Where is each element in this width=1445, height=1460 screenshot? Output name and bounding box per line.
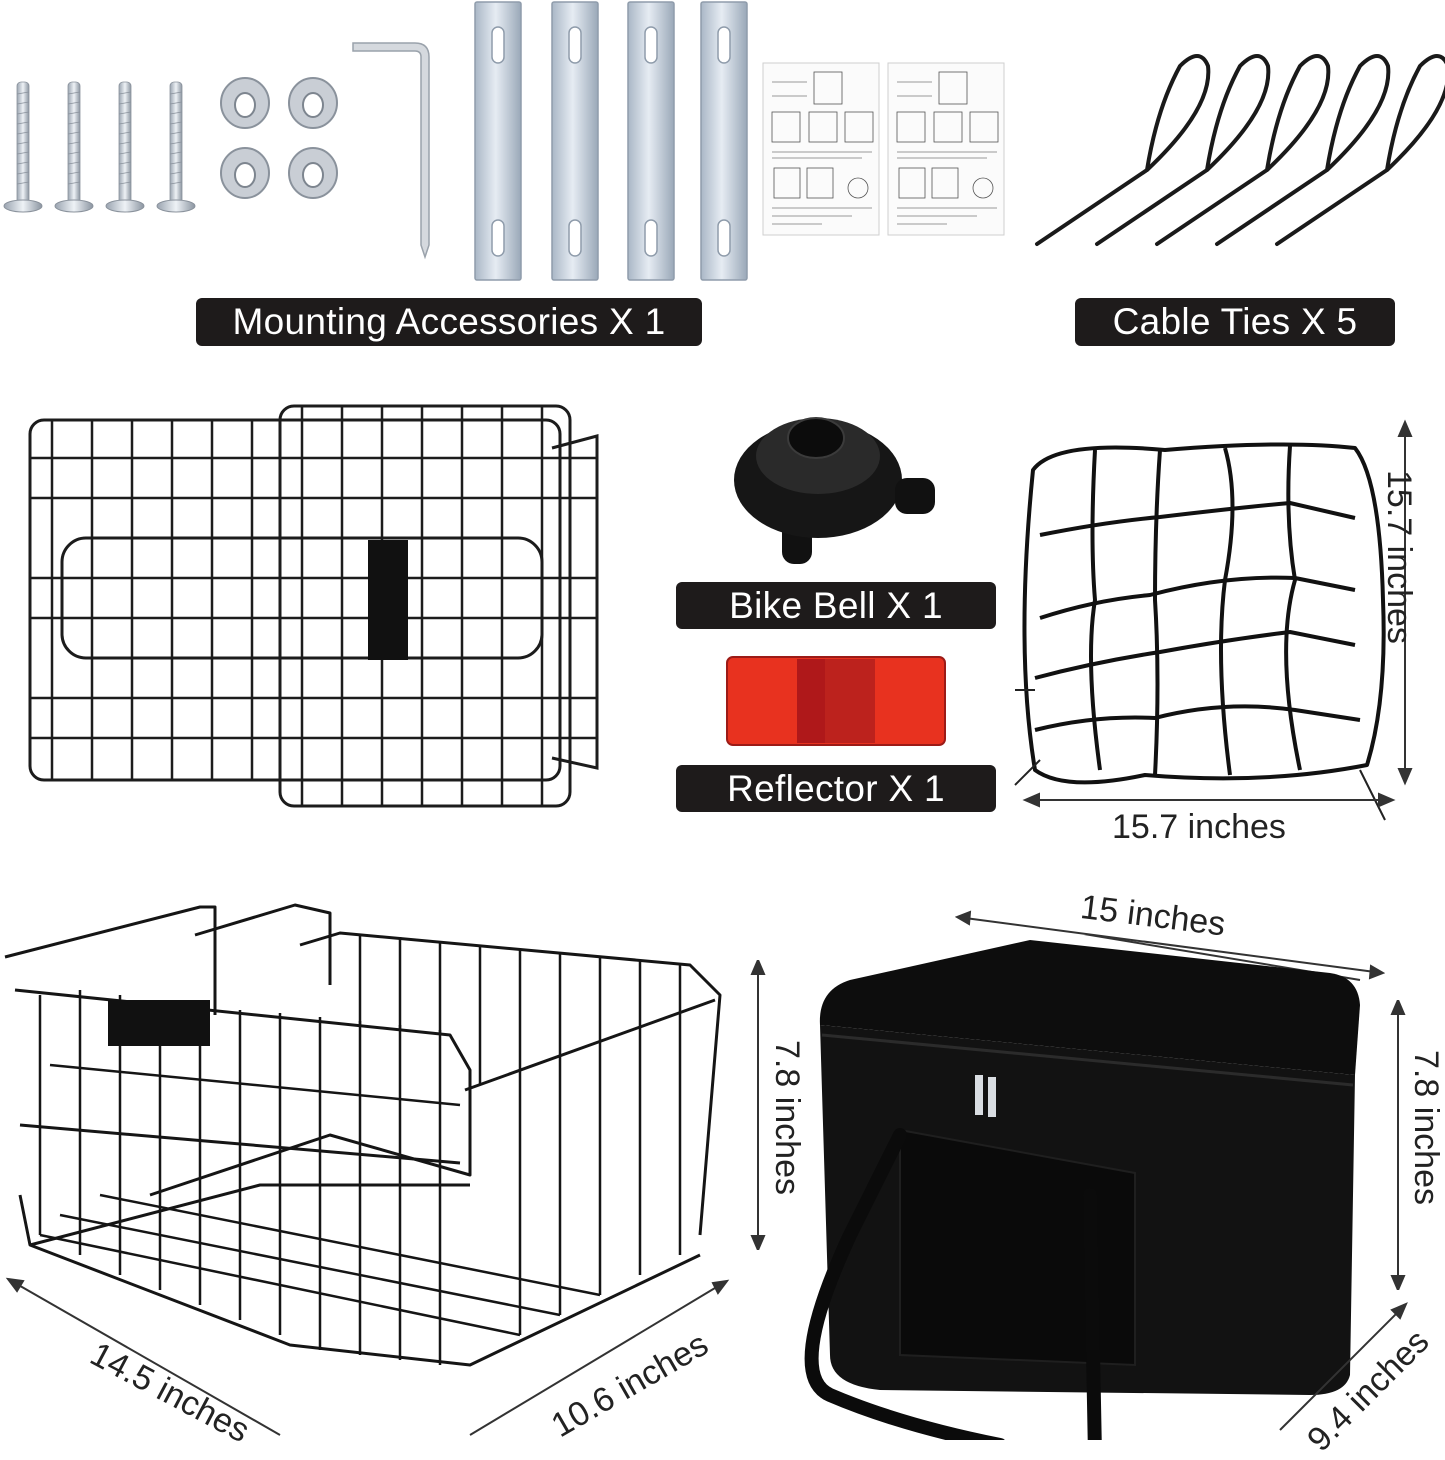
insulated-bag-icon — [804, 935, 1361, 1440]
net-width-dimension: 15.7 inches — [1112, 808, 1286, 846]
open-basket-icon — [4, 903, 730, 1436]
bike-bell-label: Bike Bell X 1 — [676, 582, 996, 629]
bag-height-dimension: 7.8 inches — [1407, 1050, 1445, 1205]
bike-bell-icon — [734, 417, 935, 564]
allen-key-icon — [352, 42, 430, 260]
brackets-icon — [474, 1, 748, 281]
bag-depth-arrow-icon — [1279, 1302, 1408, 1431]
folded-basket-icon — [28, 404, 599, 808]
cable-ties-label: Cable Ties X 5 — [1075, 298, 1395, 346]
mounting-accessories-label: Mounting Accessories X 1 — [196, 298, 702, 346]
screws-icon — [3, 81, 196, 213]
bag-height-arrow-icon — [1390, 1000, 1406, 1290]
nuts-icon — [220, 77, 338, 199]
cable-ties-icon — [1035, 54, 1445, 246]
bag-length-arrow-icon — [955, 910, 1385, 980]
cargo-net-icon — [1014, 419, 1413, 821]
basket-height-arrow-icon — [750, 960, 766, 1250]
reflector-icon — [726, 656, 946, 746]
instruction-manual-icon — [762, 62, 1005, 236]
reflector-label: Reflector X 1 — [676, 765, 996, 812]
net-height-dimension: 15.7 inches — [1380, 470, 1418, 644]
